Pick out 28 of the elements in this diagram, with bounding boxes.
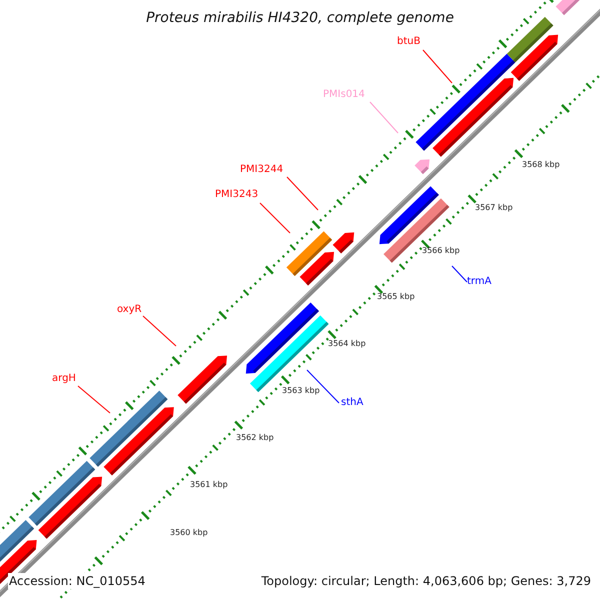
gene-label: sthA — [341, 396, 364, 409]
title: Proteus mirabilis HI4320, complete genome — [145, 9, 455, 28]
leader-line — [370, 102, 398, 134]
gene-label: PMI3243 — [215, 188, 258, 201]
tick-label: 3561 kbp — [190, 480, 228, 490]
tick-label: 3567 kbp — [475, 203, 513, 213]
leader-line — [286, 176, 318, 210]
gene-label: trmA — [467, 275, 492, 288]
leader-line — [452, 266, 468, 282]
tick-label: 3562 kbp — [236, 433, 274, 443]
tick-label: 3560 kbp — [170, 528, 208, 538]
accession-text: Accession: NC_010554 — [8, 573, 146, 589]
leader-line — [78, 386, 110, 414]
leader-line — [422, 50, 452, 84]
tick-label: 3565 kbp — [377, 292, 415, 302]
tick-label: 3568 kbp — [522, 160, 560, 170]
gene-label: argH — [52, 372, 76, 385]
gene-label: PMI3244 — [240, 163, 284, 176]
leader-line — [142, 316, 176, 346]
tick-label: 3566 kbp — [422, 246, 460, 256]
genome-summary-text: Topology: circular; Length: 4,063,606 bp; Genes: 3,729 — [260, 573, 592, 589]
gene-label: PMIs014 — [323, 88, 365, 101]
tick-label: 3564 kbp — [328, 339, 366, 349]
gene-label: oxyR — [117, 303, 142, 316]
gene-label: btuB — [397, 35, 420, 48]
leader-line — [260, 202, 290, 234]
leader-line — [306, 370, 340, 404]
tick-label: 3563 kbp — [282, 386, 320, 396]
